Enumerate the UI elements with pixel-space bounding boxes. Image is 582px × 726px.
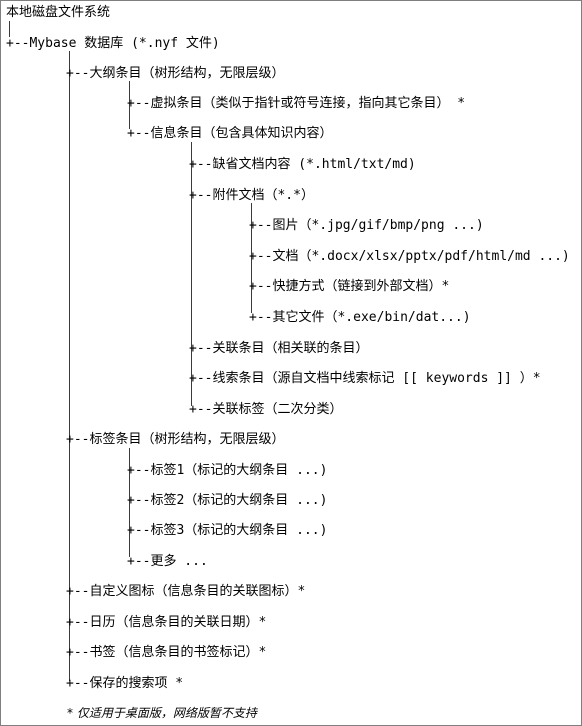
node-other-files: +--其它文件（*.exe/bin/dat...) xyxy=(249,310,471,325)
root-label: 本地磁盘文件系统 xyxy=(6,5,111,20)
node-tag-items: +--标签条目（树形结构，无限层级） xyxy=(66,432,285,447)
node-outline: +--大纲条目（树形结构，无限层级） xyxy=(66,66,285,81)
node-shortcuts: +--快捷方式（链接到外部文档）* xyxy=(249,279,450,294)
node-virtual: +--虚拟条目（类似于指针或符号连接，指向其它条目） * xyxy=(127,96,466,111)
node-pictures: +--图片（*.jpg/gif/bmp/png ...) xyxy=(249,218,484,233)
node-attachments: +--附件文档（*.*） xyxy=(189,188,314,203)
node-related-items: +--关联条目（相关联的条目） xyxy=(189,341,369,356)
node-saved-searches: +--保存的搜索项 * xyxy=(66,676,184,691)
node-mybase: +--Mybase 数据库 (*.nyf 文件) xyxy=(6,36,220,51)
node-custom-icons: +--自定义图标（信息条目的关联图标）* xyxy=(66,584,306,599)
node-documents: +--文档（*.docx/xlsx/pptx/pdf/html/md ...) xyxy=(249,249,570,264)
node-related-tags: +--关联标签（二次分类） xyxy=(189,402,343,417)
node-more: +--更多 ... xyxy=(127,554,208,569)
node-clue-items: +--线索条目（源自文档中线索标记 [[ keywords ]] ）* xyxy=(189,371,541,386)
footnote: * 仅适用于桌面版，网络版暂不支持 xyxy=(67,706,257,720)
node-tag3: +--标签3（标记的大纲条目 ...) xyxy=(127,523,328,538)
node-info: +--信息条目（包含具体知识内容） xyxy=(127,126,333,141)
node-bookmarks: +--书签（信息条目的书签标记）* xyxy=(66,645,267,660)
node-default-doc: +--缺省文档内容 (*.html/txt/md) xyxy=(189,157,416,172)
node-tag2: +--标签2（标记的大纲条目 ...) xyxy=(127,493,328,508)
node-calendar: +--日历（信息条目的关联日期）* xyxy=(66,615,267,630)
node-tag1: +--标签1（标记的大纲条目 ...) xyxy=(127,463,328,478)
